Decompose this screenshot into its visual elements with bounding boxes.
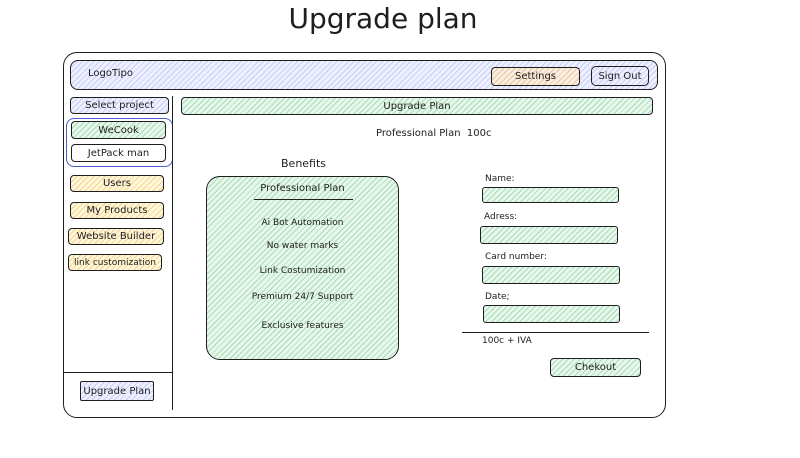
card-number-label: Card number: — [485, 252, 547, 262]
project-item-jetpack-man[interactable]: JetPack man — [71, 144, 166, 162]
sidebar-item-users[interactable]: Users — [70, 175, 164, 192]
page-title: Upgrade plan — [288, 2, 478, 35]
sidebar-bottom-divider — [64, 372, 172, 373]
benefit-item: No water marks — [266, 241, 339, 251]
checkout-button[interactable]: Chekout — [550, 358, 641, 377]
plan-summary: Professional Plan 100c — [376, 128, 492, 139]
sign-out-button[interactable]: Sign Out — [591, 66, 649, 86]
settings-button[interactable]: Settings — [491, 67, 580, 86]
benefit-item: Ai Bot Automation — [261, 218, 344, 228]
benefits-card — [206, 176, 399, 360]
benefit-item: Premium 24/7 Support — [251, 292, 354, 302]
sidebar-divider — [172, 96, 173, 410]
card-number-field[interactable] — [482, 266, 620, 284]
benefits-plan-underline — [254, 199, 353, 200]
upgrade-plan-button[interactable]: Upgrade Plan — [80, 381, 154, 401]
select-project-button[interactable]: Select project — [70, 97, 169, 114]
total-amount: 100c + IVA — [482, 336, 532, 346]
logo: LogoTipo — [88, 68, 134, 79]
app-window — [63, 52, 666, 418]
name-label: Name: — [485, 174, 515, 184]
benefit-item: Exclusive features — [261, 321, 344, 331]
sidebar-item-website-builder[interactable]: Website Builder — [68, 228, 164, 245]
date-label: Date; — [485, 292, 510, 302]
upgrade-plan-banner: Upgrade Plan — [181, 97, 653, 115]
address-field[interactable] — [480, 226, 618, 244]
name-field[interactable] — [482, 187, 619, 203]
benefits-plan-name: Professional Plan — [260, 183, 345, 194]
address-label: Adress: — [484, 212, 518, 222]
benefits-heading: Benefits — [281, 157, 327, 170]
sidebar-item-my-products[interactable]: My Products — [70, 202, 164, 219]
total-divider — [462, 332, 649, 333]
date-field[interactable] — [483, 305, 620, 323]
project-item-wecook[interactable]: WeCook — [71, 121, 166, 139]
benefit-item: Link Costumization — [259, 266, 346, 276]
sidebar-item-link-customization[interactable]: link customization — [68, 254, 162, 271]
